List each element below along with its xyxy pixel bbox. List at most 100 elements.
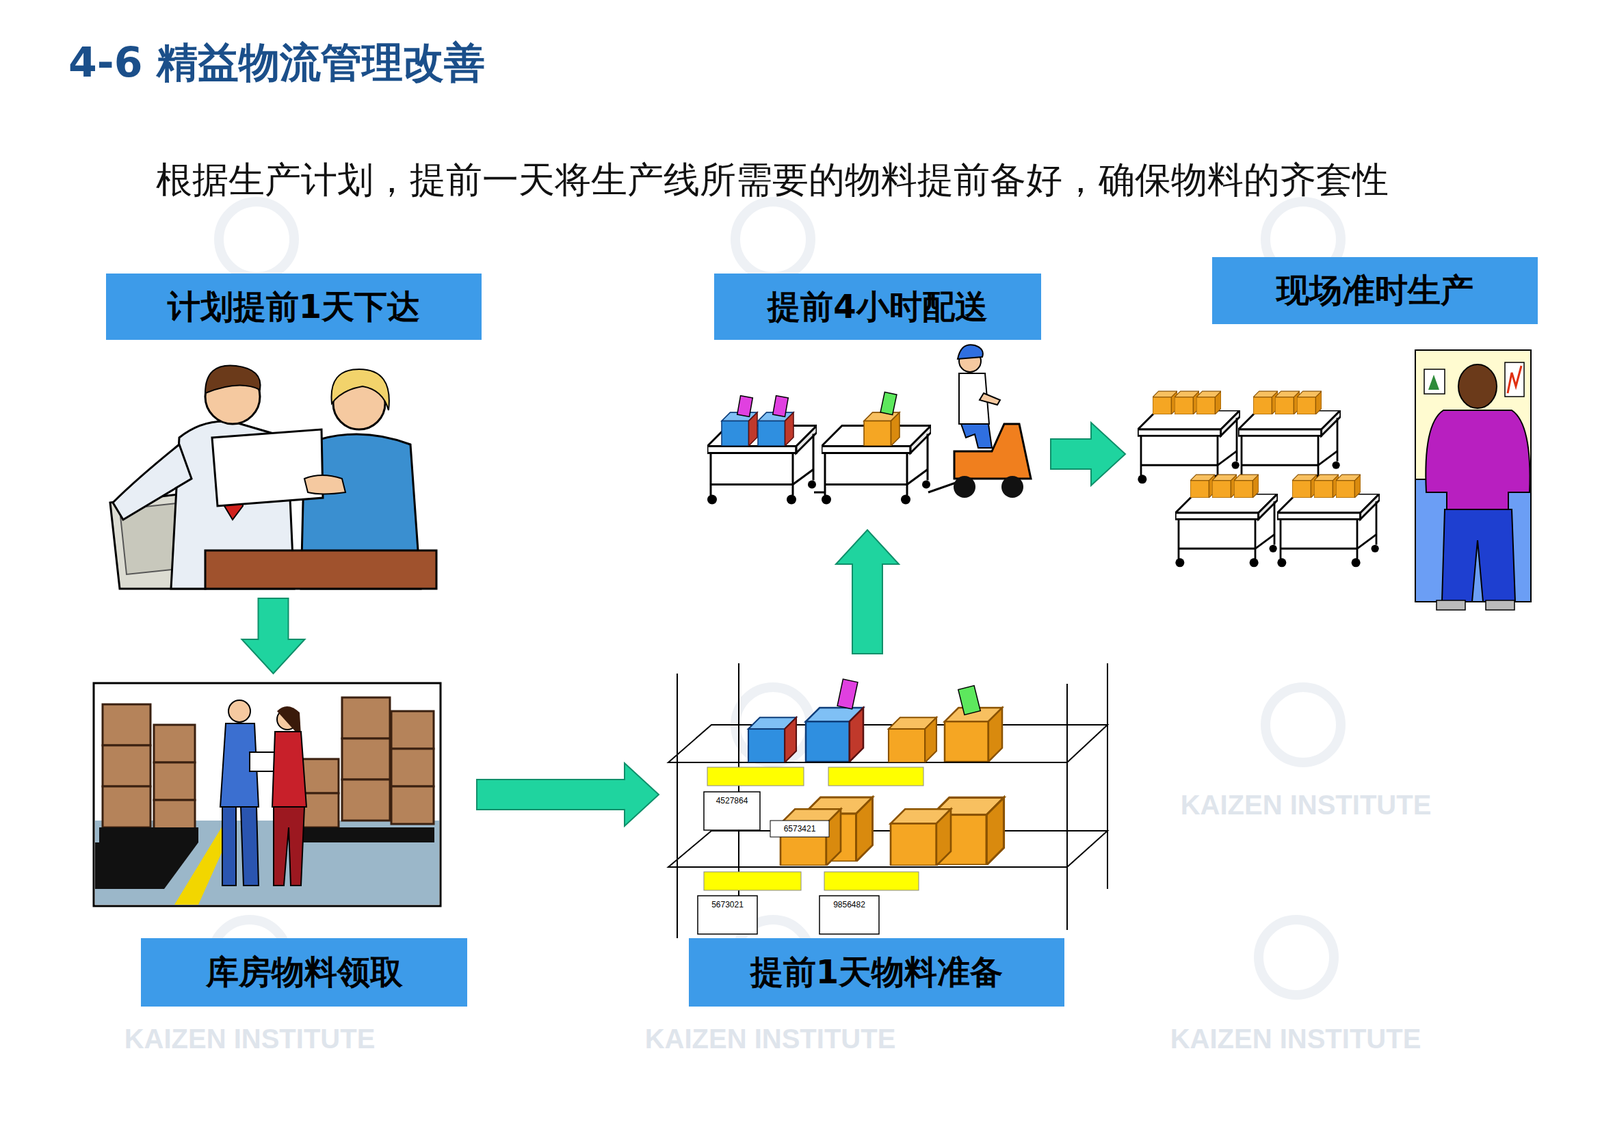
shelf-picture-part [748,717,797,763]
delivery-train-picture-part [1001,476,1024,498]
warehouse-picture-part-part [391,711,434,750]
tag-number: 6573421 [770,822,830,836]
delivery-train-picture [707,344,1031,505]
warehouse-picture-part [273,807,305,886]
slide-subtitle: 根据生产计划，提前一天将生产线所需要的物料提前备好，确保物料的齐套性 [155,155,1389,206]
process-label-box: 现场准时生产 [1212,257,1538,325]
delivery-train-picture-part [863,412,900,447]
shelf-picture-part [780,809,841,867]
line-side-picture-part [1436,600,1466,611]
line-side-picture-part [1504,362,1525,397]
delivery-train-picture-part [880,391,897,415]
warehouse-picture-part-part [391,749,434,787]
shelf-picture-part [828,767,924,786]
shelf-picture-part [837,679,858,710]
logo-watermarks-part [1265,687,1341,763]
line-side-picture-part [1296,391,1322,415]
planning-meeting-picture [110,365,437,590]
shelf-picture-part [824,872,919,891]
warehouse-picture-part [95,827,435,890]
watermark-text: KAIZEN INSTITUTE [1158,1021,1433,1057]
label-text: 计划提前1天下达 [167,285,421,330]
line-side-picture-part [1485,600,1515,611]
delivery-train-picture-part [979,393,1001,405]
line-side-picture-part [1424,369,1445,395]
logo-watermarks-part [735,201,811,278]
planning-meeting-picture-part [112,444,192,520]
label-text: 提前1天物料准备 [750,950,1003,995]
line-side-picture-part [1152,391,1178,415]
line-side-picture-part [1196,391,1222,415]
warehouse-picture [93,683,441,907]
process-label-box: 库房物料领取 [140,938,468,1007]
delivery-train-picture-part [953,476,976,498]
line-side-picture-part [1428,374,1440,390]
watermark-text: KAIZEN INSTITUTE [112,1021,387,1057]
logo-watermarks-part [1258,920,1334,996]
flow-arrow [1050,422,1126,486]
line-side-picture-part [1275,391,1300,415]
label-text: 库房物料领取 [205,950,403,995]
warehouse-picture-part-part [153,762,195,801]
line-side-picture-part [1253,391,1278,415]
delivery-train-picture-part [737,396,754,418]
tag-number: 9856482 [819,898,880,912]
process-label-box: 提前4小时配送 [714,273,1042,340]
delivery-train-picture-part [721,412,758,447]
planning-meeting-picture-part [331,369,390,411]
warehouse-picture-part-part [153,725,195,763]
warehouse-picture-part [93,683,441,907]
line-side-picture-part [1458,364,1497,409]
delivery-train-picture-part [757,412,794,447]
warehouse-picture-part [272,731,307,808]
shelf-picture-part [958,686,981,716]
shelf-picture-part [770,820,830,838]
warehouse-picture-part-part [342,779,390,821]
line-side-picture [1137,350,1531,611]
delivery-train-picture-part [772,396,789,418]
warehouse-picture-part-part [342,738,390,780]
warehouse-picture-part-part [297,827,435,843]
shelf-picture-part [819,896,880,935]
planning-meeting-picture-part [212,429,323,507]
warehouse-picture-part-part [99,827,199,843]
delivery-train-picture-part [954,424,1031,479]
shelf-picture-part [944,707,1003,763]
label-text: 现场准时生产 [1276,268,1474,313]
warehouse-picture-part-part [391,786,434,825]
planning-meeting-picture-part [304,475,346,495]
line-side-picture-part [1441,509,1516,602]
shelf-picture-part [890,809,951,867]
shelf-picture [668,663,1108,939]
planning-meeting-picture-part [205,365,261,395]
shelf-picture-part-part [676,673,678,939]
line-side-picture-part [1190,474,1215,498]
line-side-picture-part [1507,365,1522,394]
line-side-picture-part [1234,474,1259,498]
watermark-text: KAIZEN INSTITUTE [1169,788,1443,823]
warehouse-picture-part-part [102,786,151,828]
shelf-picture-part-part [1106,663,1109,890]
warehouse-picture-part [95,820,440,906]
warehouse-picture-part-part [95,842,199,890]
planning-meeting-picture-part [205,550,437,589]
warehouse-picture-part-part [102,704,151,746]
shelf-picture-part [668,663,1108,939]
line-side-picture-part [1425,410,1530,510]
flow-arrow [835,530,899,654]
shelf-picture-part [805,707,864,763]
warehouse-picture-part-part [342,697,390,739]
label-text: 提前4小时配送 [767,285,988,330]
tag-number: 5673021 [697,898,758,912]
line-side-picture-part [1335,474,1361,498]
shelf-picture-part [888,717,937,763]
warehouse-picture-part [102,697,434,838]
line-side-picture-part [1277,493,1380,568]
line-side-picture-part [1212,474,1237,498]
watermark-text: KAIZEN INSTITUTE [633,1021,908,1057]
delivery-train-picture-part [961,424,992,449]
logo-watermarks-part [218,201,295,278]
warehouse-picture-part-part [300,759,339,794]
line-side-picture-part [1174,391,1200,415]
warehouse-picture-part [228,700,251,723]
